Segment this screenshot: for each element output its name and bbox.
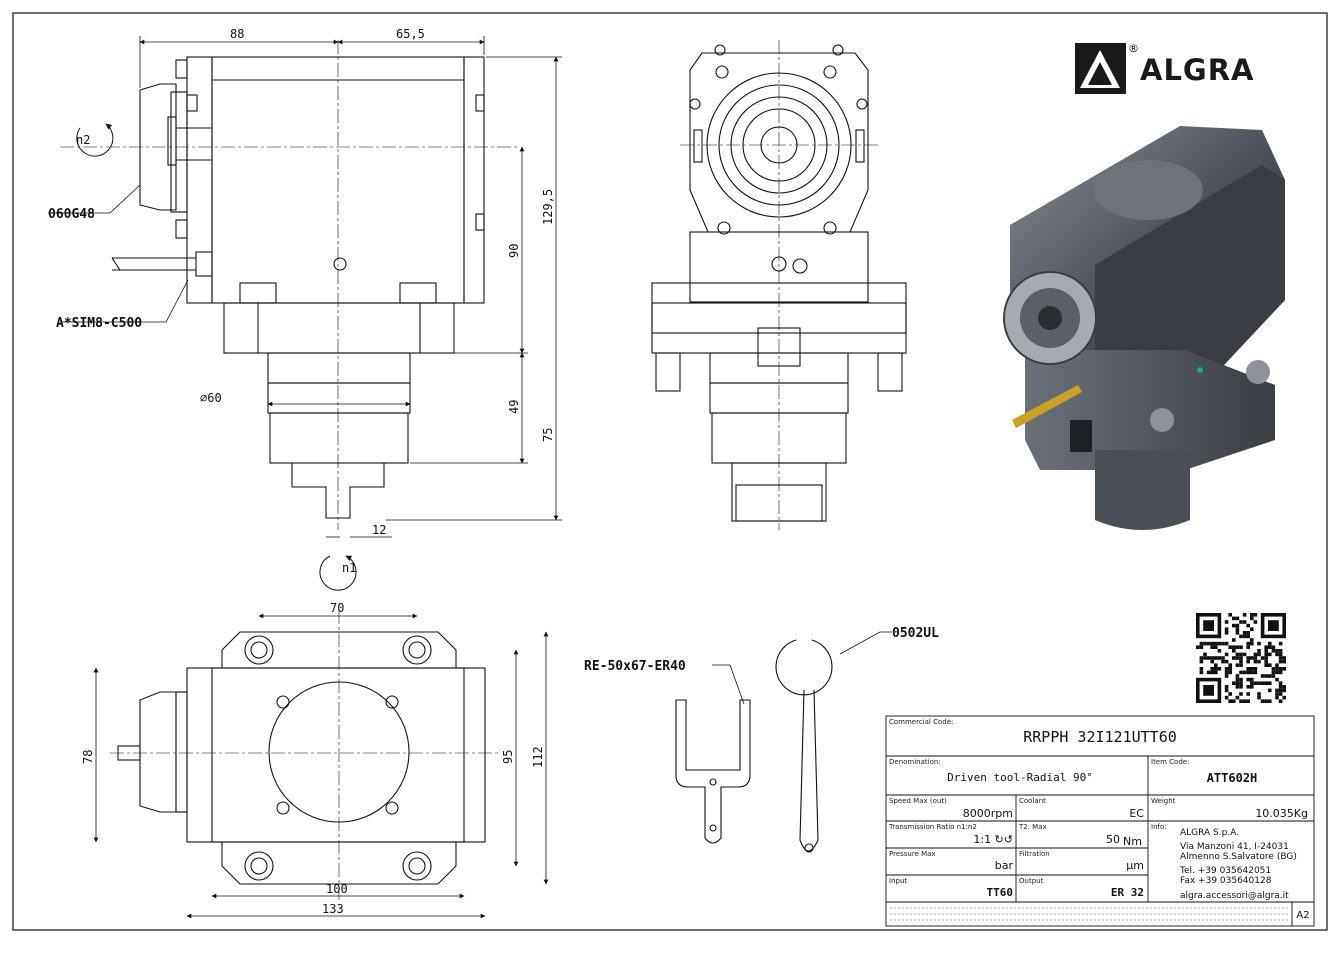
callout-collet-wrench: RE-50x67-ER40: [584, 659, 686, 674]
filtration: µm: [1126, 859, 1144, 872]
dim-90: 90: [507, 244, 521, 258]
sheet-border: [12, 12, 1328, 931]
plan-dimension-lines: [93, 613, 549, 919]
plan-view: [117, 631, 486, 885]
dim-70: 70: [330, 601, 344, 615]
dim-100: 100: [326, 882, 348, 896]
title-block: [885, 715, 1315, 927]
dim-49: 49: [507, 400, 521, 414]
denomination-caption: Denomination:: [889, 758, 941, 766]
telephone: Tel. +39 035642051: [1179, 866, 1271, 876]
input: TT60: [987, 886, 1014, 899]
plan-centerlines: [110, 610, 500, 900]
torque-caption: T2. Max: [1018, 823, 1047, 831]
dim-133: 133: [322, 902, 344, 916]
dim-diameter-60: ∅60: [200, 391, 222, 405]
ring-spanner: [775, 639, 833, 853]
dim-112: 112: [531, 746, 545, 768]
torque-unit: Nm: [1123, 835, 1142, 848]
front-centerlines: [680, 40, 880, 530]
ratio-caption: Transmission Ratio n1:n2: [888, 823, 977, 831]
commercial-code-caption: Commercial Code:: [889, 718, 953, 726]
denomination: Driven tool-Radial 90°: [947, 771, 1093, 784]
callout-seal: 060G48: [48, 207, 95, 222]
rotation-n2: [76, 123, 114, 157]
callout-ring-spanner: 0502UL: [892, 626, 939, 641]
callout-coolant-pipe: A*SIM8-C500: [56, 316, 142, 331]
wrench-leaders: [712, 631, 892, 705]
input-caption: Input: [889, 877, 907, 885]
sheet-size: A2: [1296, 910, 1309, 921]
pressure-caption: Pressure Max: [889, 850, 936, 858]
side-dimension-lines: [48, 36, 562, 538]
dim-75: 75: [541, 428, 555, 442]
algra-logo: ALGRA ®: [1075, 42, 1255, 94]
dim-65-5: 65,5: [396, 27, 425, 41]
registered-mark: ®: [1128, 42, 1139, 55]
pressure: bar: [995, 859, 1014, 872]
info-caption: Info:: [1151, 823, 1167, 831]
isometric-render: [1003, 126, 1285, 530]
title-block-hatch: [890, 907, 1288, 921]
qr-code: [1196, 613, 1286, 703]
item-code: ATT602H: [1207, 771, 1258, 785]
filtration-caption: Filtration: [1019, 850, 1050, 858]
output: ER 32: [1111, 886, 1144, 899]
weight-caption: Weight: [1151, 797, 1176, 805]
weight: 10.035Kg: [1255, 807, 1308, 820]
dim-12: 12: [372, 523, 386, 537]
ratio: 1:1 ↻↺: [973, 833, 1013, 846]
dim-129-5: 129,5: [541, 189, 555, 225]
speed: 8000rpm: [963, 807, 1013, 820]
company-name: ALGRA S.p.A.: [1180, 828, 1239, 838]
speed-caption: Speed Max (out): [889, 797, 947, 805]
email: algra.accessori@algra.it: [1180, 891, 1289, 901]
dim-78: 78: [81, 750, 95, 764]
item-code-caption: Item Code:: [1151, 758, 1189, 766]
address-line-1: Via Manzoni 41, I-24031: [1180, 842, 1289, 852]
dim-95: 95: [501, 750, 515, 764]
torque-value: 50: [1106, 833, 1120, 846]
output-caption: Output: [1019, 877, 1044, 885]
dim-88: 88: [230, 27, 244, 41]
address-line-2: Almenno S.Salvatore (BG): [1180, 852, 1297, 862]
fax: Fax +39 035640128: [1180, 876, 1272, 886]
rotation-n1: [319, 555, 357, 591]
coolant: EC: [1129, 807, 1144, 820]
coolant-caption: Coolant: [1019, 797, 1046, 805]
side-centerlines: [60, 40, 520, 530]
commercial-code: RRPPH 32I121UTT60: [1023, 728, 1177, 746]
rotation-label-n2: n2: [76, 133, 90, 147]
brand-name: ALGRA: [1140, 53, 1255, 87]
rotation-label-n1: n1: [342, 561, 356, 575]
collet-wrench: [675, 699, 751, 844]
side-view: [111, 56, 485, 519]
